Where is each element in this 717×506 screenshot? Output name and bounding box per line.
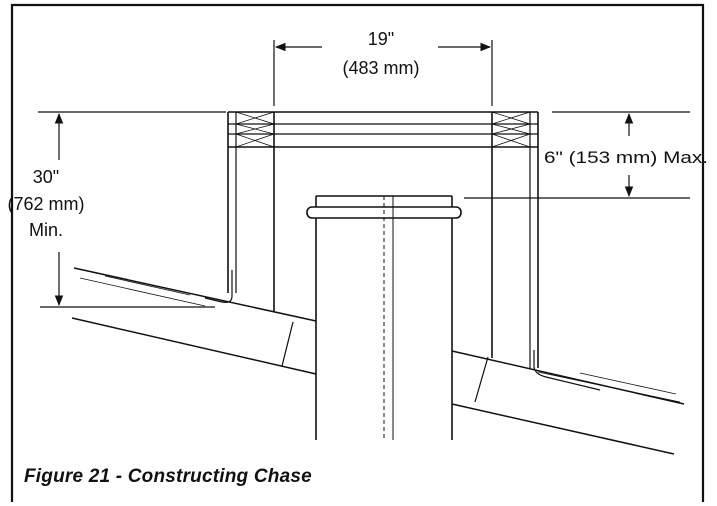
width-inches-label: 19" bbox=[368, 29, 394, 49]
chase-walls bbox=[227, 111, 539, 368]
roof-surface bbox=[73, 267, 685, 405]
figure-frame bbox=[10, 3, 705, 502]
height-inches-label: 30" bbox=[33, 167, 59, 187]
height-note-label: Min. bbox=[29, 220, 63, 240]
figure-caption: Figure 21 - Constructing Chase bbox=[24, 466, 312, 487]
clearance-dimension bbox=[464, 111, 690, 199]
chase-top-bracing bbox=[235, 111, 531, 148]
flashing bbox=[204, 270, 601, 391]
width-mm-label: (483 mm) bbox=[342, 58, 419, 78]
height-mm-label: (762 mm) bbox=[7, 194, 84, 214]
height-dimension bbox=[38, 111, 226, 308]
clearance-label: 6" (153 mm) Max. bbox=[544, 148, 708, 167]
rafter-lines bbox=[281, 321, 489, 403]
width-dimension bbox=[273, 40, 493, 106]
chimney-pipe bbox=[306, 195, 462, 440]
roof-deck-lower bbox=[71, 317, 675, 455]
